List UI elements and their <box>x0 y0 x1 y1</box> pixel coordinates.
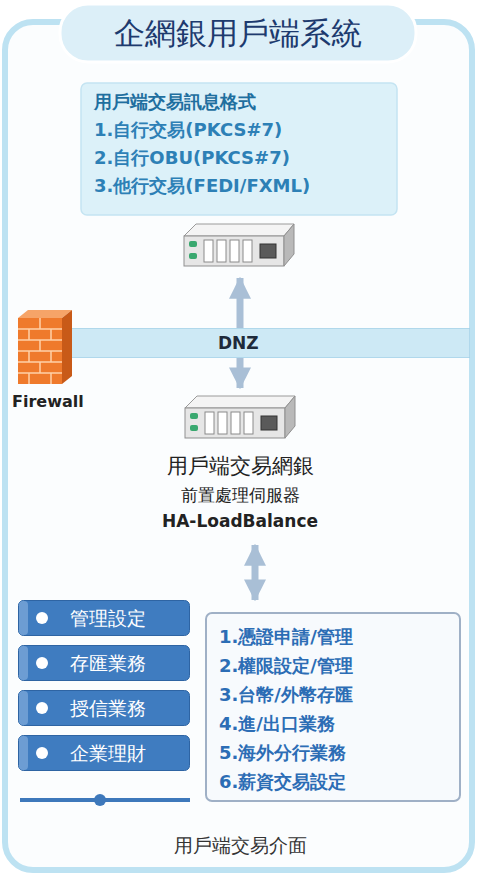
menu-label: 存匯業務 <box>70 645 190 681</box>
menu-label: 授信業務 <box>70 690 190 726</box>
function-item: 2.權限設定/管理 <box>219 651 461 680</box>
brick-line <box>39 340 41 351</box>
server-icon <box>185 396 295 438</box>
dmz-band-fill <box>60 328 470 358</box>
server-led <box>189 253 197 259</box>
server-side <box>285 396 295 438</box>
function-list-box: 1.憑證申請/管理2.權限設定/管理3.台幣/外幣存匯4.進/出口業務5.海外分… <box>205 612 461 802</box>
section-caption: 用戶端交易介面 <box>90 832 390 858</box>
server-bay <box>230 240 239 262</box>
server-led <box>190 425 198 431</box>
server-bay <box>231 412 240 434</box>
server-bay <box>243 240 252 262</box>
firewall-front <box>18 318 62 384</box>
dmz-band-shape <box>60 328 470 358</box>
brick-line <box>39 362 41 373</box>
firewall-icon <box>18 310 72 384</box>
function-item: 5.海外分行業務 <box>219 738 461 767</box>
function-item: 1.憑證申請/管理 <box>219 622 461 651</box>
diagram-title: 企網銀用戶端系統 <box>60 4 416 62</box>
menu-label: 管理設定 <box>70 600 190 636</box>
server-icon <box>184 224 294 266</box>
server-bay <box>205 412 214 434</box>
function-item: 3.台幣/外幣存匯 <box>219 680 461 709</box>
menu-edge <box>19 601 28 635</box>
title-pill <box>60 4 416 62</box>
format-panel <box>81 83 397 215</box>
server-bay <box>218 412 227 434</box>
menu-fill <box>19 601 190 636</box>
menu-edge <box>19 691 28 725</box>
server-port <box>261 416 277 430</box>
firewall-label: Firewall <box>12 392 110 412</box>
menu-button: 存匯業務 <box>18 645 190 681</box>
dmz-label: DNZ <box>60 328 470 358</box>
server-led <box>189 241 197 247</box>
message-format-box: 用戶端交易訊息格式1.自行交易(PKCS#7)2.自行OBU(PKCS#7)3.… <box>80 82 398 272</box>
server-port <box>260 244 276 258</box>
menu-edge <box>19 736 28 770</box>
menu-button: 授信業務 <box>18 690 190 726</box>
outer-frame <box>5 22 472 870</box>
firewall-side <box>62 310 72 384</box>
brick-line <box>28 373 30 384</box>
menu-bullet <box>36 657 48 669</box>
menu-bullet <box>36 702 48 714</box>
server-bay <box>244 412 253 434</box>
server-front <box>184 236 284 266</box>
format-item: 1.自行交易(PKCS#7) <box>94 116 398 144</box>
server-label: HA-LoadBalance <box>110 508 370 534</box>
gateway-server: 用戶端交易網銀前置處理伺服器HA-LoadBalance <box>110 392 370 537</box>
firewall: Firewall <box>10 308 110 414</box>
brick-line <box>50 329 52 340</box>
menu-base-dot <box>94 794 106 806</box>
menu-bullet <box>36 612 48 624</box>
server-led <box>190 413 198 419</box>
brick-line <box>28 329 30 340</box>
server-bay <box>217 240 226 262</box>
function-item: 4.進/出口業務 <box>219 709 461 738</box>
server-bay <box>204 240 213 262</box>
format-item: 用戶端交易訊息格式 <box>94 88 398 116</box>
list-panel <box>206 613 460 801</box>
brick-line <box>28 351 30 362</box>
server-side <box>284 224 294 266</box>
menu-button: 管理設定 <box>18 600 190 636</box>
function-item: 6.薪資交易設定 <box>219 767 461 796</box>
menu-edge <box>19 646 28 680</box>
server-front <box>185 408 285 438</box>
menu-fill <box>19 646 190 681</box>
server-top <box>185 396 295 408</box>
menu-label: 企業理財 <box>70 735 190 771</box>
menu-bullet <box>36 747 48 759</box>
dmz-band: DNZ <box>60 328 470 358</box>
menu-fill <box>19 691 190 726</box>
server-top <box>184 224 294 236</box>
server-label: 前置處理伺服器 <box>110 482 370 508</box>
brick-line <box>50 351 52 362</box>
format-item: 3.他行交易(FEDI/FXML) <box>94 172 398 200</box>
server-label: 用戶端交易網銀 <box>110 450 370 482</box>
brick-line <box>39 318 41 329</box>
double-arrow <box>252 545 259 600</box>
brick-line <box>50 373 52 384</box>
menu-fill <box>19 736 190 771</box>
format-item: 2.自行OBU(PKCS#7) <box>94 144 398 172</box>
menu-button: 企業理財 <box>18 735 190 771</box>
